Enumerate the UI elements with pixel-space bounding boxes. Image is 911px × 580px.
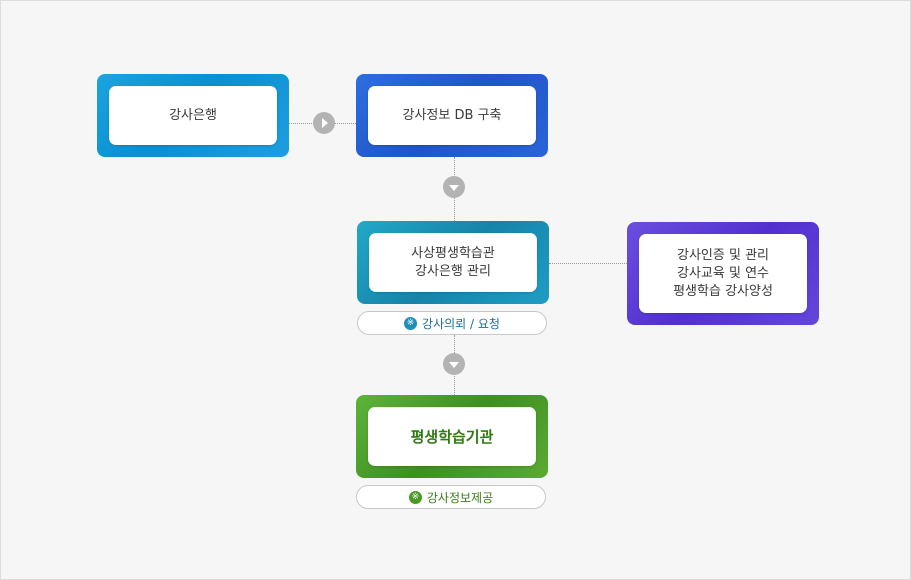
badge-instructor-info-provision: ※ 강사정보제공 xyxy=(356,485,546,509)
play-right-icon xyxy=(313,112,335,134)
node-label-line: 강사인증 및 관리 xyxy=(677,247,769,263)
node-instructor-bank: 강사은행 xyxy=(97,74,289,157)
chevron-down-icon xyxy=(443,176,465,198)
badge-label: 강사의뢰 / 요청 xyxy=(422,316,500,331)
badge-label: 강사정보제공 xyxy=(426,490,494,505)
connector-management-certification xyxy=(549,263,627,264)
node-bank-management: 사상평생학습관 강사은행 관리 xyxy=(357,221,549,304)
node-learning-institution: 평생학습기관 xyxy=(356,395,548,478)
node-label: 강사은행 xyxy=(169,107,217,123)
asterisk-badge-icon: ※ xyxy=(408,490,422,504)
node-label-line: 사상평생학습관 xyxy=(411,245,495,261)
badge-instructor-request: ※ 강사의뢰 / 요청 xyxy=(357,311,547,335)
node-label-line: 평생학습 강사양성 xyxy=(673,283,773,299)
node-label-line: 강사교육 및 연수 xyxy=(677,265,769,281)
node-label: 강사정보 DB 구축 xyxy=(402,107,502,123)
node-label: 평생학습기관 xyxy=(410,427,494,446)
asterisk-badge-icon: ※ xyxy=(404,316,418,330)
node-instructor-db: 강사정보 DB 구축 xyxy=(356,74,548,157)
node-instructor-certification: 강사인증 및 관리 강사교육 및 연수 평생학습 강사양성 xyxy=(627,222,819,325)
node-label-line: 강사은행 관리 xyxy=(415,263,491,279)
chevron-down-icon xyxy=(443,353,465,375)
